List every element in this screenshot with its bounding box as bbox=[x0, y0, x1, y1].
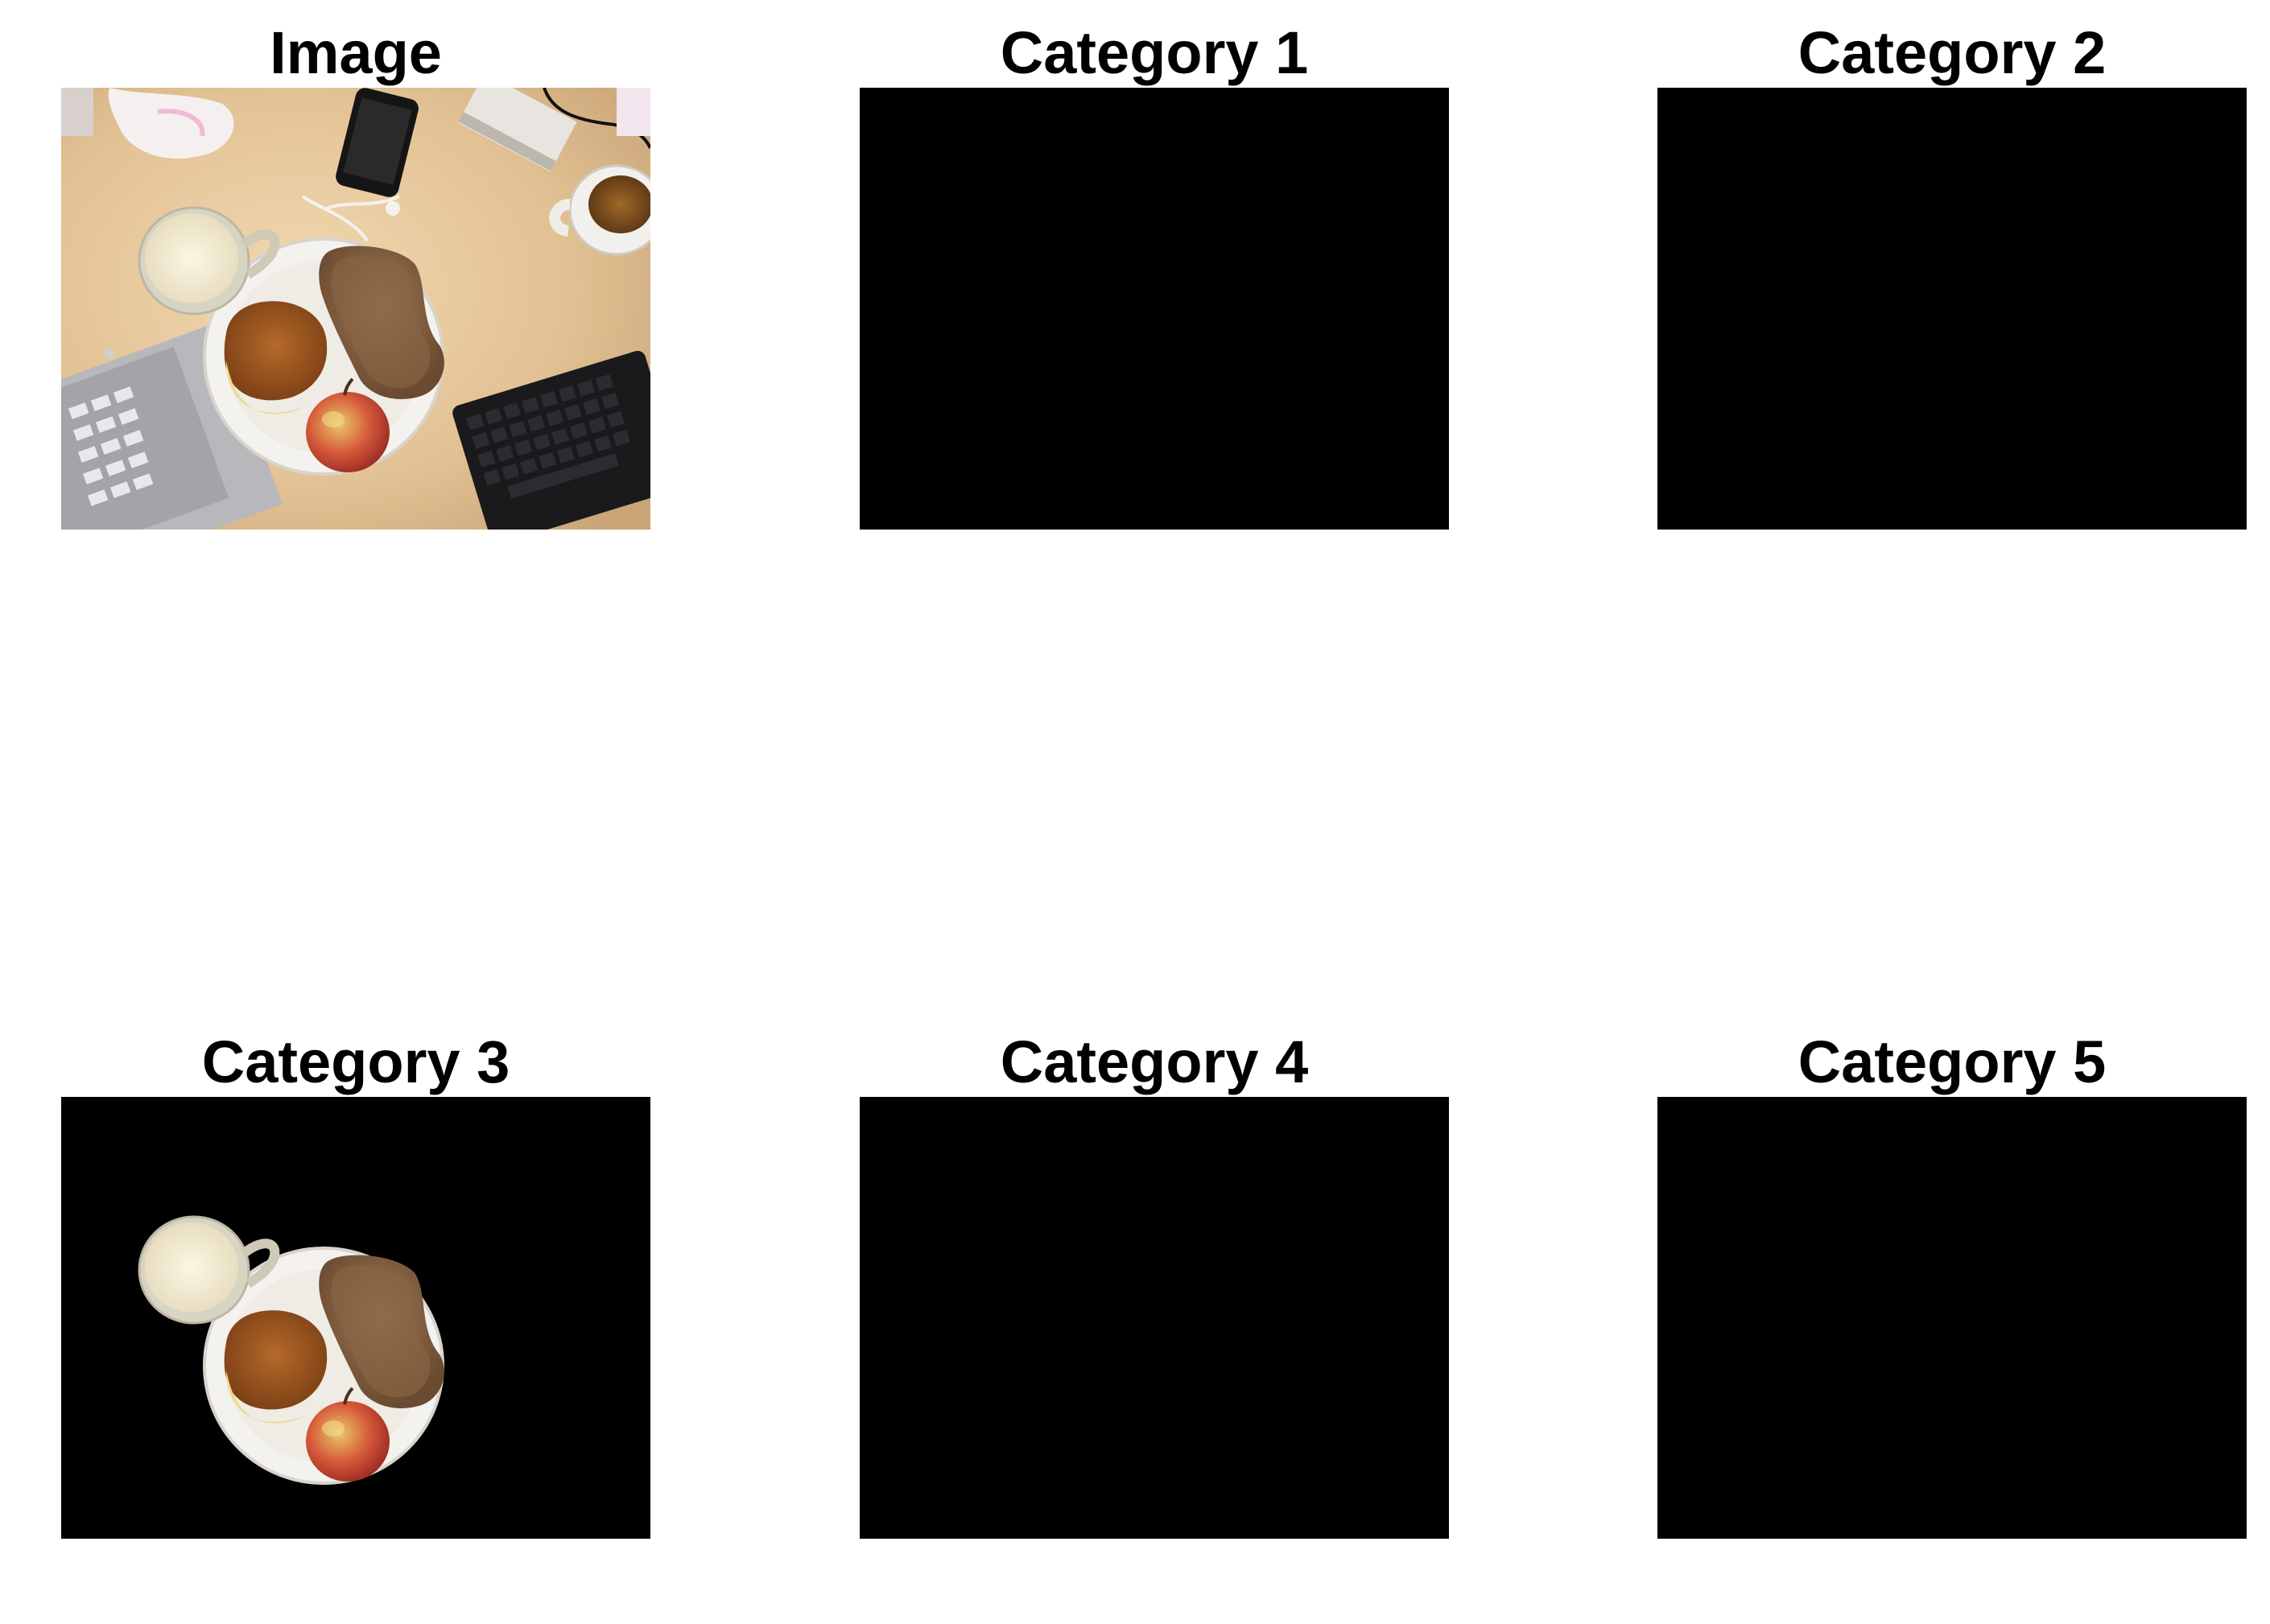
scene-image bbox=[61, 88, 650, 530]
panel-title: Category 2 bbox=[1797, 19, 2107, 86]
mask-empty bbox=[1657, 1097, 2247, 1539]
mask-empty bbox=[860, 88, 1449, 530]
panel-title: Category 1 bbox=[1000, 19, 1309, 86]
panel-title: Category 3 bbox=[201, 1028, 510, 1095]
mask-food bbox=[61, 1097, 650, 1539]
panel-title: Category 5 bbox=[1797, 1028, 2107, 1095]
mask-empty bbox=[860, 1097, 1449, 1539]
masked-food-photo bbox=[61, 1097, 650, 1539]
panel-title: Image bbox=[270, 19, 442, 86]
panel-title: Category 4 bbox=[1000, 1028, 1309, 1095]
mask-empty bbox=[1657, 88, 2247, 530]
scene-photo bbox=[61, 88, 650, 530]
